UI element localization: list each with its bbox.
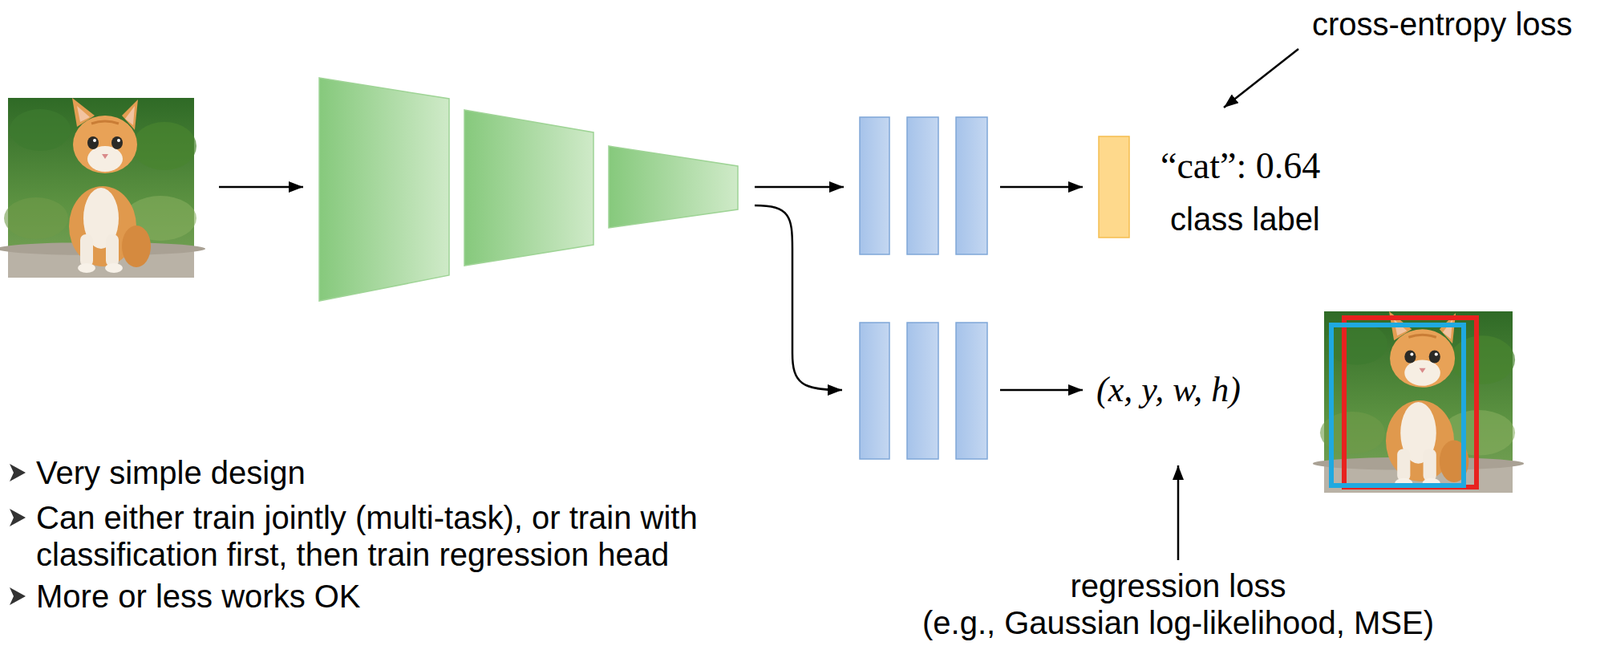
leader-arrow — [1223, 48, 1299, 108]
loss-label: regression loss — [1069, 567, 1286, 604]
leader-arrow — [1177, 465, 1180, 560]
flow-arrow — [1000, 186, 1083, 189]
fc-layers — [859, 322, 988, 459]
flow-arrow — [1000, 388, 1083, 392]
bullet-text: Very simple design — [36, 453, 306, 491]
branch-arrow — [754, 205, 843, 390]
bullet-text: Can either train jointly (multi-task), o… — [36, 498, 758, 573]
fc-layers — [859, 117, 988, 255]
class-score: “cat”: 0.64 — [1160, 145, 1321, 188]
loss-label: cross-entropy loss — [1312, 5, 1573, 43]
flow-arrow — [218, 186, 304, 189]
output-label: class label — [1170, 200, 1321, 238]
bullet-marker — [9, 463, 26, 605]
class-output — [1098, 136, 1130, 238]
bullet-text: More or less works OK — [36, 577, 361, 615]
input-image — [0, 97, 206, 278]
conv-encoder — [319, 77, 738, 301]
box-output: (x, y, w, h) — [1096, 369, 1241, 411]
loss-note: (e.g., Gaussian log-likelihood, MSE) — [922, 603, 1434, 641]
flow-arrow — [754, 186, 844, 189]
bbox-image — [1312, 311, 1524, 493]
